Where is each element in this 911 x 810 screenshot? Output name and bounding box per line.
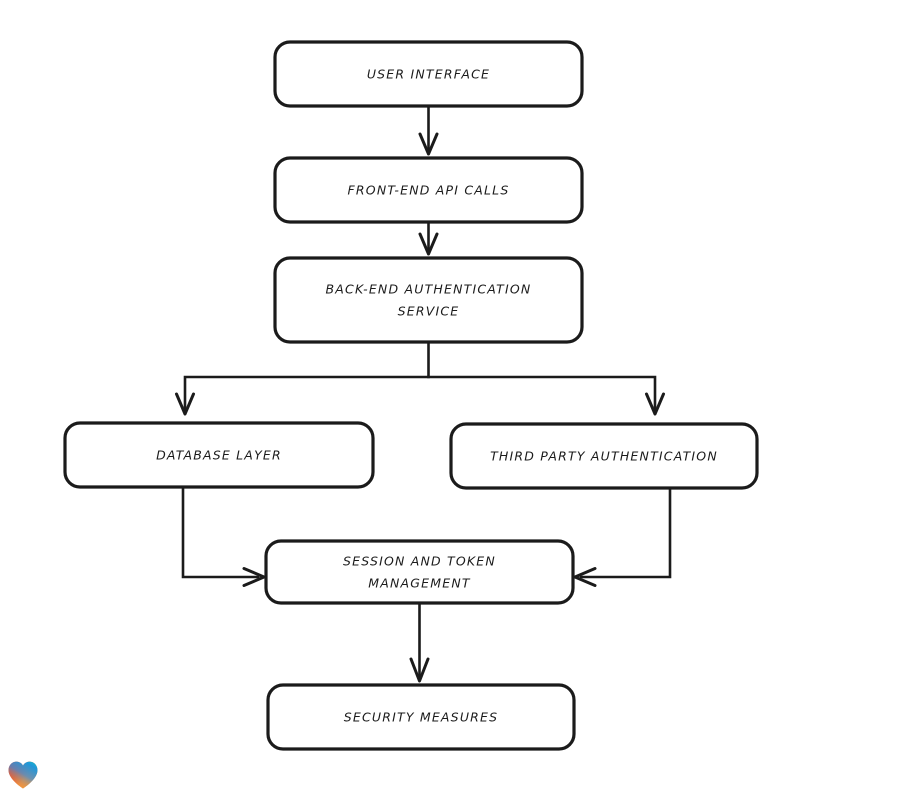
- edge-backend-to-thirdparty: [427, 375, 665, 416]
- edge-api-to-backend: [418, 220, 439, 256]
- node-database-layer-shape[interactable]: [63, 421, 375, 489]
- heart-shape-overlay: [8, 761, 38, 789]
- node-database-layer-label: DATABASE LAYER: [156, 448, 282, 463]
- node-security-measures-shape[interactable]: [266, 683, 576, 751]
- heart-logo: [8, 761, 38, 789]
- node-database-layer[interactable]: DATABASE LAYER: [63, 421, 375, 489]
- edge-database-to-session: [181, 485, 266, 587]
- node-session-and-token-management-label-line1: SESSION AND TOKEN: [343, 554, 496, 569]
- node-third-party-authentication[interactable]: THIRD PARTY AUTHENTICATION: [449, 422, 759, 490]
- node-back-end-authentication-service[interactable]: BACK-END AUTHENTICATION SERVICE: [273, 256, 584, 344]
- node-back-end-authentication-service-label-line1: BACK-END AUTHENTICATION: [326, 282, 532, 297]
- edge-backend-to-database: [175, 340, 430, 416]
- node-user-interface[interactable]: USER INTERFACE: [273, 40, 584, 108]
- node-security-measures-label: SECURITY MEASURES: [344, 710, 499, 725]
- node-front-end-api-calls-shape[interactable]: [273, 156, 584, 224]
- node-session-and-token-management[interactable]: SESSION AND TOKEN MANAGEMENT: [264, 539, 575, 605]
- node-session-and-token-management-shape[interactable]: [264, 539, 575, 605]
- edge-session-to-security: [409, 601, 430, 683]
- edge-ui-to-api: [418, 104, 439, 156]
- node-back-end-authentication-service-shape[interactable]: [273, 256, 584, 344]
- node-security-measures[interactable]: SECURITY MEASURES: [266, 683, 576, 751]
- node-third-party-authentication-shape[interactable]: [449, 422, 759, 490]
- node-session-and-token-management-label-line2: MANAGEMENT: [368, 576, 471, 591]
- node-back-end-authentication-service-label-line2: SERVICE: [398, 304, 460, 319]
- node-user-interface-label: USER INTERFACE: [367, 67, 490, 82]
- node-front-end-api-calls-label: FRONT-END API CALLS: [348, 183, 510, 198]
- node-front-end-api-calls[interactable]: FRONT-END API CALLS: [273, 156, 584, 224]
- edge-thirdparty-to-session: [573, 486, 672, 587]
- node-user-interface-shape[interactable]: [273, 40, 584, 108]
- node-third-party-authentication-label: THIRD PARTY AUTHENTICATION: [490, 449, 718, 464]
